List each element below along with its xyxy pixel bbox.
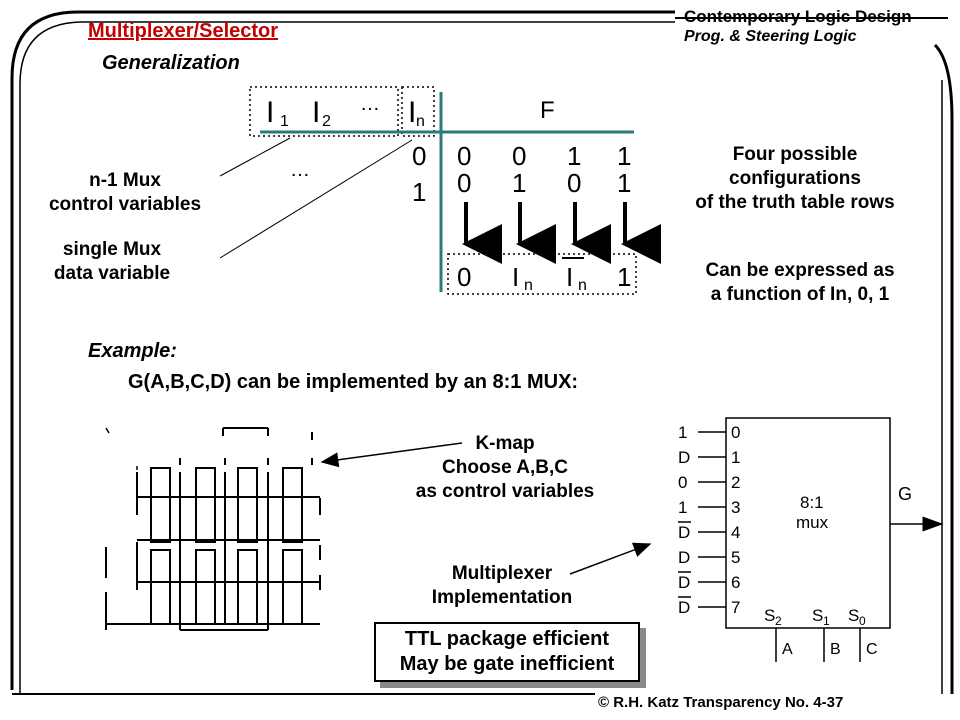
var-i1-sub: 1	[280, 113, 289, 130]
result-3: 1	[617, 262, 631, 292]
course-title: Contemporary Logic Design	[684, 7, 912, 26]
four-configs-label: Four possible configurations of the trut…	[660, 143, 930, 215]
data-var-box	[401, 86, 435, 137]
mux-input-value-7: D	[678, 598, 690, 617]
mux-select-label-2: S	[848, 606, 859, 625]
mux-input-value-3: 1	[678, 498, 687, 517]
row-label-1: 1	[412, 177, 426, 207]
n1-mux-line2: control variables	[48, 194, 202, 215]
four-line2: configurations	[729, 168, 861, 189]
slide-title: Multiplexer/Selector	[88, 20, 279, 42]
mux-input-index-1: 1	[731, 448, 740, 467]
mux-body-line2: mux	[796, 513, 829, 532]
four-line1: Four possible	[732, 144, 858, 165]
mux-input-value-6: D	[678, 573, 690, 592]
kmap-line1: K-map	[475, 433, 535, 454]
pointer-line-data	[219, 139, 413, 259]
var-i1: I	[266, 96, 274, 129]
mux-input-index-6: 6	[731, 573, 740, 592]
footer-text: © R.H. Katz Transparency No. 4-37	[598, 694, 844, 711]
mux-impl-line1: Multiplexer	[451, 563, 553, 584]
single-mux-line1: single Mux	[62, 239, 162, 260]
mux-input-index-7: 7	[731, 598, 740, 617]
row-dots: …	[290, 159, 310, 181]
kmap-label: K-map Choose A,B,C as control variables	[380, 432, 630, 504]
express-label: Can be expressed as a function of In, 0,…	[660, 259, 940, 307]
mux-input-index-4: 4	[731, 523, 740, 542]
n1-mux-line1: n-1 Mux	[89, 170, 161, 191]
row-label-0: 0	[412, 141, 426, 171]
mux-impl-label: Multiplexer Implementation	[390, 562, 614, 610]
result-1-sub: n	[524, 277, 533, 294]
pointer-line-control	[219, 137, 291, 177]
mux-input-value-4: D	[678, 523, 690, 542]
var-in-sub: n	[416, 113, 425, 130]
ttl-line2: May be gate inefficient	[399, 653, 615, 675]
row0-col0: 0	[457, 141, 471, 171]
mux-select-input-0: A	[782, 641, 793, 658]
var-i2: I	[312, 96, 320, 129]
ttl-line1: TTL package efficient	[404, 628, 610, 650]
var-in: I	[408, 96, 416, 129]
row1-col1: 1	[512, 168, 526, 198]
mux-pointer-arrow	[569, 542, 652, 575]
mux-input-index-3: 3	[731, 498, 740, 517]
mux-select-sub-1: 1	[823, 614, 830, 628]
mux-body	[725, 417, 891, 629]
mux-select-sub-2: 0	[859, 614, 866, 628]
row0-col3: 1	[617, 141, 631, 171]
row1-col0: 0	[457, 168, 471, 198]
mux-body-line1: 8:1	[800, 493, 824, 512]
mux-impl-line2: Implementation	[431, 587, 573, 608]
mux-select-input-2: C	[866, 641, 878, 658]
result-2: I	[566, 262, 573, 292]
slide-subtitle: Generalization	[102, 52, 240, 74]
result-0: 0	[457, 262, 471, 292]
single-mux-line2: data variable	[53, 263, 171, 284]
course-topic: Prog. & Steering Logic	[684, 28, 857, 45]
result-row-box	[447, 253, 637, 295]
kmap-line3: as control variables	[415, 481, 595, 502]
ttl-text: TTL package efficient May be gate ineffi…	[376, 627, 638, 677]
express-line2: a function of In, 0, 1	[710, 284, 890, 305]
mux-select-label-0: S	[764, 606, 775, 625]
row0-col2: 1	[567, 141, 581, 171]
mux-input-index-5: 5	[731, 548, 740, 567]
output-f: F	[540, 97, 555, 124]
mux-input-value-1: D	[678, 448, 690, 467]
ttl-callout: TTL package efficient May be gate ineffi…	[374, 622, 640, 682]
example-heading: Example:	[88, 340, 177, 362]
mux-input-index-0: 0	[731, 423, 740, 442]
mux-input-value-0: 1	[678, 423, 687, 442]
result-1: I	[512, 262, 519, 292]
mux-select-sub-0: 2	[775, 614, 782, 628]
var-dots: …	[360, 93, 380, 115]
mux-output-label: G	[898, 484, 912, 504]
n1-mux-label: n-1 Mux control variables	[20, 169, 230, 217]
example-statement: G(A,B,C,D) can be implemented by an 8:1 …	[128, 371, 579, 393]
row1-col2: 0	[567, 168, 581, 198]
four-line3: of the truth table rows	[695, 192, 895, 213]
control-vars-box	[249, 86, 399, 137]
express-line1: Can be expressed as	[705, 260, 895, 281]
mux-input-index-2: 2	[731, 473, 740, 492]
mux-input-value-2: 0	[678, 473, 687, 492]
mux-input-value-5: D	[678, 548, 690, 567]
kmap-pointer-arrow	[320, 442, 463, 468]
mux-select-input-1: B	[830, 641, 841, 658]
row0-col1: 0	[512, 141, 526, 171]
result-2-sub: n	[578, 277, 587, 294]
var-i2-sub: 2	[322, 113, 331, 130]
kmap-line2: Choose A,B,C	[442, 457, 568, 478]
row1-col3: 1	[617, 168, 631, 198]
single-mux-label: single Mux data variable	[20, 238, 204, 286]
mux-select-label-1: S	[812, 606, 823, 625]
